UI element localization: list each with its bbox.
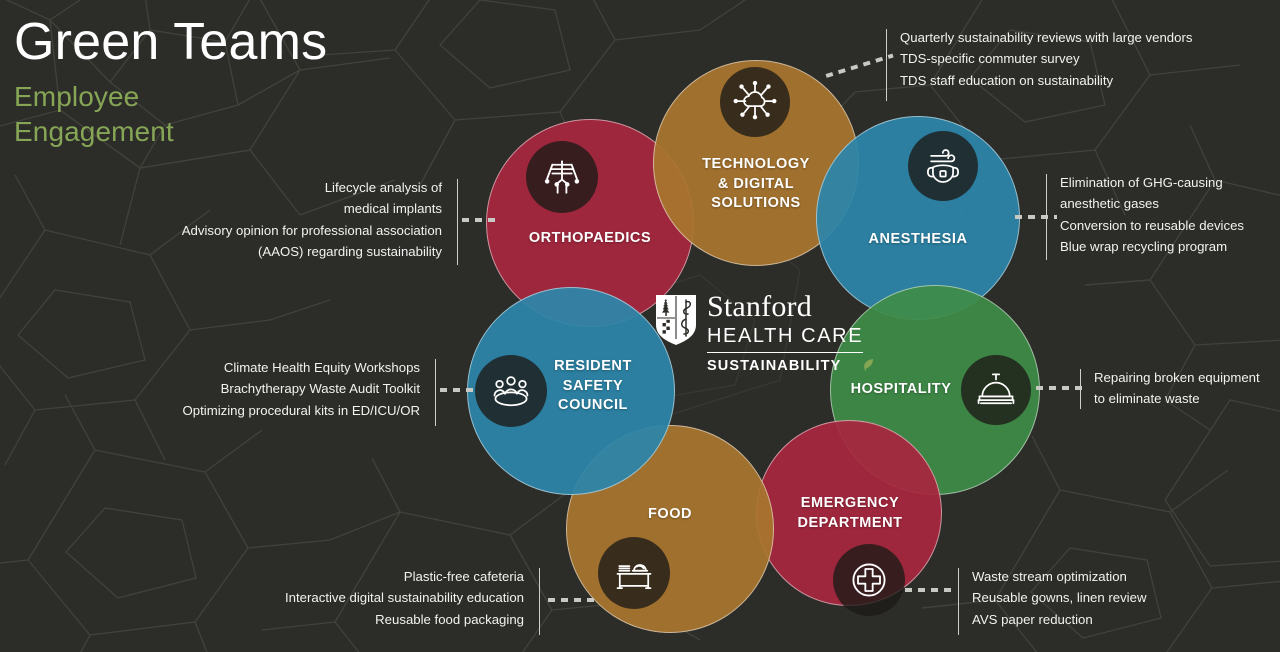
annotation-orthopaedics-line-1: Lifecycle analysis of bbox=[324, 180, 442, 195]
annotation-bar-hospitality bbox=[1080, 369, 1082, 409]
annotation-orthopaedics: Lifecycle analysis of medical implants A… bbox=[162, 177, 459, 265]
annotation-emergency: Waste stream optimization Reusable gowns… bbox=[958, 566, 1147, 635]
subtitle-line-2: Engagement bbox=[14, 115, 174, 147]
icon-disc-resident-safety-council bbox=[475, 355, 547, 427]
leaf-icon bbox=[864, 359, 874, 372]
annotation-resident: Climate Health Equity Workshops Brachyth… bbox=[170, 357, 437, 426]
annotation-technology-line-3: TDS staff education on sustainability bbox=[900, 72, 1114, 88]
annotation-bar-resident bbox=[435, 359, 437, 426]
skeleton-xray-icon bbox=[544, 160, 580, 194]
icon-disc-orthopaedics bbox=[526, 141, 598, 213]
icon-disc-anesthesia bbox=[908, 131, 978, 201]
icon-disc-food bbox=[598, 537, 670, 609]
annotation-bar-technology bbox=[886, 29, 888, 101]
stanford-health-care-sustainability-logo: Stanford HEALTH CARE SUSTAINABILITY bbox=[655, 290, 874, 374]
annotation-food-line-1: Plastic-free cafeteria bbox=[403, 569, 524, 584]
title-block: Green Teams Employee Engagement bbox=[14, 14, 327, 150]
annotation-hospitality-line-1: Repairing broken equipment bbox=[1094, 370, 1260, 385]
annotation-resident-line-1: Climate Health Equity Workshops bbox=[223, 360, 420, 375]
page-title: Green Teams bbox=[14, 13, 328, 71]
icon-disc-emergency-department bbox=[833, 544, 905, 616]
food-buffet-icon bbox=[616, 564, 652, 589]
annotation-resident-line-3: Optimizing procedural kits in ED/ICU/OR bbox=[182, 402, 420, 418]
annotation-emergency-line-3: AVS paper reduction bbox=[972, 611, 1093, 627]
connector-resident bbox=[440, 388, 476, 392]
annotation-orthopaedics-line-4: (AAOS) regarding sustainability bbox=[258, 244, 442, 260]
annotation-bar-orthopaedics bbox=[457, 179, 459, 265]
cloud-network-icon bbox=[733, 80, 777, 120]
subtitle-line-1: Employee bbox=[14, 81, 140, 113]
connector-orthopaedics bbox=[462, 218, 498, 222]
connector-hospitality bbox=[1036, 386, 1082, 390]
annotation-anesthesia-line-3: Conversion to reusable devices bbox=[1060, 217, 1244, 233]
connector-emergency bbox=[905, 588, 953, 592]
annotation-orthopaedics-line-2: medical implants bbox=[343, 201, 442, 217]
annotation-emergency-line-2: Reusable gowns, linen review bbox=[972, 590, 1147, 606]
annotation-technology-line-1: Quarterly sustainability reviews with la… bbox=[900, 30, 1193, 45]
logo-sustainability-text: SUSTAINABILITY bbox=[707, 358, 874, 374]
medical-cross-icon bbox=[852, 563, 886, 597]
anesthesia-mask-icon bbox=[927, 149, 959, 183]
annotation-technology: Quarterly sustainability reviews with la… bbox=[886, 27, 1193, 101]
annotation-food-line-3: Reusable food packaging bbox=[375, 611, 524, 627]
group-people-icon bbox=[493, 376, 529, 407]
icon-disc-hospitality bbox=[961, 355, 1031, 425]
annotation-food-line-2: Interactive digital sustainability educa… bbox=[285, 590, 524, 606]
logo-health-care-text: HEALTH CARE bbox=[707, 325, 864, 353]
annotation-orthopaedics-line-3: Advisory opinion for professional associ… bbox=[181, 222, 442, 238]
annotation-anesthesia-line-4: Blue wrap recycling program bbox=[1060, 239, 1228, 255]
icon-disc-technology-digital-solutions bbox=[720, 67, 790, 137]
annotation-anesthesia: Elimination of GHG-causing anesthetic ga… bbox=[1046, 172, 1244, 260]
annotation-anesthesia-line-1: Elimination of GHG-causing bbox=[1060, 175, 1223, 190]
annotation-food: Plastic-free cafeteria Interactive digit… bbox=[258, 566, 541, 635]
annotation-emergency-line-1: Waste stream optimization bbox=[972, 569, 1127, 584]
service-bell-icon bbox=[977, 373, 1015, 405]
page-subtitle: Employee Engagement bbox=[14, 80, 327, 149]
stanford-shield-icon bbox=[656, 295, 696, 345]
annotation-bar-food bbox=[539, 568, 541, 635]
annotation-resident-line-2: Brachytherapy Waste Audit Toolkit bbox=[220, 381, 420, 397]
annotation-anesthesia-line-2: anesthetic gases bbox=[1060, 196, 1159, 212]
logo-stanford-text: Stanford bbox=[707, 290, 812, 323]
annotation-hospitality: Repairing broken equipment to eliminate … bbox=[1080, 367, 1260, 410]
annotation-hospitality-line-2: to eliminate waste bbox=[1094, 391, 1200, 407]
annotation-bar-anesthesia bbox=[1046, 174, 1048, 260]
connector-anesthesia bbox=[1015, 215, 1057, 219]
connector-food bbox=[548, 598, 596, 602]
annotation-technology-line-2: TDS-specific commuter survey bbox=[900, 51, 1080, 67]
annotation-bar-emergency bbox=[958, 568, 960, 635]
logo-sustainability-label: SUSTAINABILITY bbox=[707, 358, 842, 374]
